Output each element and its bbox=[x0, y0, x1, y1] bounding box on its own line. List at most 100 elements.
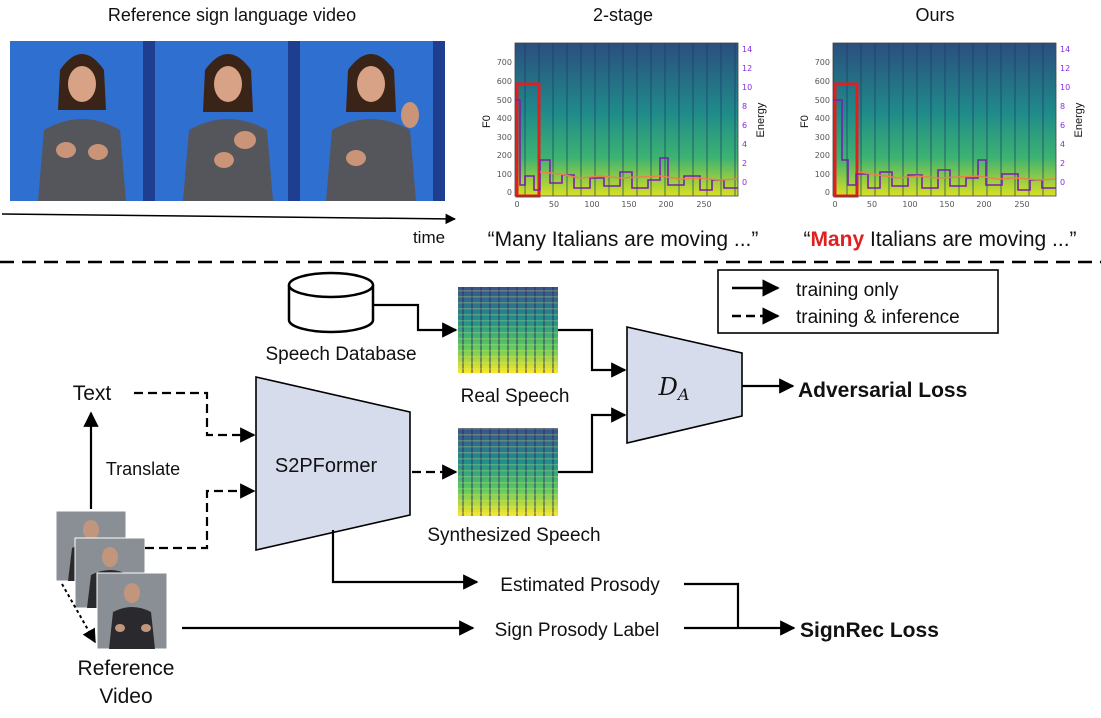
s2pformer-block bbox=[255, 375, 411, 552]
two-stage-caption: “Many Italians are moving ...” bbox=[488, 228, 759, 251]
energy-tick: 0 bbox=[742, 178, 747, 187]
x-tick: 250 bbox=[696, 200, 711, 209]
energy-tick: 12 bbox=[742, 64, 752, 73]
time-label: time bbox=[413, 228, 445, 247]
two-stage-f0-label: F0 bbox=[481, 115, 493, 128]
f0-tick: 200 bbox=[815, 151, 830, 160]
ours-caption: “Many Italians are moving ...” bbox=[803, 228, 1076, 251]
energy-tick: 10 bbox=[1060, 83, 1070, 92]
energy-tick: 8 bbox=[742, 102, 747, 111]
f0-tick: 100 bbox=[497, 170, 512, 179]
f0-tick: 400 bbox=[815, 114, 830, 123]
synth-speech-label: Synthesized Speech bbox=[427, 525, 600, 546]
two-stage-x-ticks: 0 50 100 150 200 250 bbox=[514, 200, 711, 209]
x-tick: 250 bbox=[1014, 200, 1029, 209]
synth-speech-mel bbox=[458, 428, 558, 516]
reference-video-frames bbox=[10, 41, 445, 201]
thumb-3 bbox=[96, 572, 168, 650]
ours-caption-open: “ bbox=[803, 228, 810, 251]
video-frame-2 bbox=[155, 41, 300, 201]
energy-tick: 6 bbox=[742, 121, 747, 130]
x-tick: 50 bbox=[867, 200, 877, 209]
f0-tick: 700 bbox=[815, 58, 830, 67]
ours-f0-ticks: 0 100 200 300 400 500 600 700 bbox=[815, 58, 830, 197]
discriminator-subscript: A bbox=[676, 385, 690, 404]
ours-caption-highlight: Many bbox=[810, 228, 864, 251]
database-icon bbox=[287, 271, 375, 334]
f0-tick: 0 bbox=[825, 188, 830, 197]
reference-title: Reference sign language video bbox=[108, 5, 356, 25]
arrow-estimated-to-signrec bbox=[684, 582, 740, 628]
time-arrow bbox=[1, 213, 457, 225]
f0-tick: 0 bbox=[507, 188, 512, 197]
x-tick: 100 bbox=[584, 200, 599, 209]
f0-tick: 700 bbox=[497, 58, 512, 67]
discriminator-block bbox=[626, 325, 743, 445]
arrow-video-to-s2p bbox=[145, 483, 256, 550]
energy-tick: 8 bbox=[1060, 102, 1065, 111]
discriminator-letter: D bbox=[658, 373, 678, 401]
translate-label: Translate bbox=[106, 459, 180, 479]
f0-tick: 600 bbox=[497, 77, 512, 86]
arrow-synth-to-disc bbox=[558, 407, 627, 474]
x-tick: 0 bbox=[514, 200, 519, 209]
arrow-s2p-to-estimated bbox=[331, 530, 479, 590]
real-speech-label: Real Speech bbox=[461, 386, 570, 407]
f0-tick: 200 bbox=[497, 151, 512, 160]
frame-sequence-arrow bbox=[61, 583, 96, 644]
real-speech-mel bbox=[458, 287, 558, 373]
energy-tick: 10 bbox=[742, 83, 752, 92]
ours-f0-label: F0 bbox=[799, 115, 811, 128]
energy-tick: 2 bbox=[742, 159, 747, 168]
x-tick: 150 bbox=[939, 200, 954, 209]
f0-tick: 300 bbox=[497, 133, 512, 142]
x-tick: 200 bbox=[658, 200, 673, 209]
signrec-loss-label: SignRec Loss bbox=[800, 619, 939, 642]
x-tick: 0 bbox=[832, 200, 837, 209]
f0-tick: 100 bbox=[815, 170, 830, 179]
ours-energy-ticks: 0 2 4 6 8 10 12 14 bbox=[1060, 45, 1070, 187]
ours-spectrogram: F0 Energy 0 100 200 300 400 500 600 700 … bbox=[799, 42, 1085, 209]
two-stage-f0-curve bbox=[539, 171, 739, 181]
estimated-prosody-label: Estimated Prosody bbox=[500, 575, 660, 596]
arrow-database-to-real bbox=[373, 303, 458, 338]
two-stage-spectrogram: F0 Energy 0 100 200 300 400 500 600 700 … bbox=[481, 42, 767, 209]
text-node-label: Text bbox=[73, 382, 112, 405]
reference-video-stack bbox=[55, 510, 168, 650]
x-tick: 100 bbox=[902, 200, 917, 209]
f0-tick: 300 bbox=[815, 133, 830, 142]
legend-dashed-label: training & inference bbox=[796, 307, 960, 328]
s2pformer-label: S2PFormer bbox=[275, 455, 378, 477]
f0-tick: 500 bbox=[497, 96, 512, 105]
reference-video-label-line2: Video bbox=[99, 685, 152, 708]
x-tick: 200 bbox=[976, 200, 991, 209]
arrow-real-to-disc bbox=[558, 328, 627, 378]
two-stage-energy-ticks: 0 2 4 6 8 10 12 14 bbox=[742, 45, 752, 187]
energy-tick: 12 bbox=[1060, 64, 1070, 73]
energy-tick: 0 bbox=[1060, 178, 1065, 187]
ours-caption-rest: Italians are moving ...” bbox=[864, 228, 1076, 251]
adversarial-loss-label: Adversarial Loss bbox=[798, 379, 967, 402]
arrow-text-to-s2p bbox=[134, 391, 256, 443]
two-stage-title: 2-stage bbox=[593, 5, 653, 25]
reference-video-label-line1: Reference bbox=[78, 657, 175, 680]
two-stage-f0-ticks: 0 100 200 300 400 500 600 700 bbox=[497, 58, 512, 197]
legend: training only training & inference bbox=[717, 269, 999, 334]
ours-x-ticks: 0 50 100 150 200 250 bbox=[832, 200, 1029, 209]
energy-tick: 14 bbox=[742, 45, 752, 54]
f0-tick: 600 bbox=[815, 77, 830, 86]
f0-tick: 500 bbox=[815, 96, 830, 105]
energy-tick: 2 bbox=[1060, 159, 1065, 168]
two-stage-energy-label: Energy bbox=[755, 102, 767, 137]
x-tick: 50 bbox=[549, 200, 559, 209]
energy-tick: 4 bbox=[1060, 140, 1065, 149]
energy-tick: 4 bbox=[742, 140, 747, 149]
sign-prosody-label: Sign Prosody Label bbox=[495, 620, 660, 641]
speech-database-label: Speech Database bbox=[265, 344, 416, 365]
ours-f0-curve bbox=[857, 171, 1057, 181]
legend-solid-label: training only bbox=[796, 280, 899, 301]
ours-energy-curve bbox=[833, 99, 1056, 191]
ours-energy-label: Energy bbox=[1073, 102, 1085, 137]
x-tick: 150 bbox=[621, 200, 636, 209]
